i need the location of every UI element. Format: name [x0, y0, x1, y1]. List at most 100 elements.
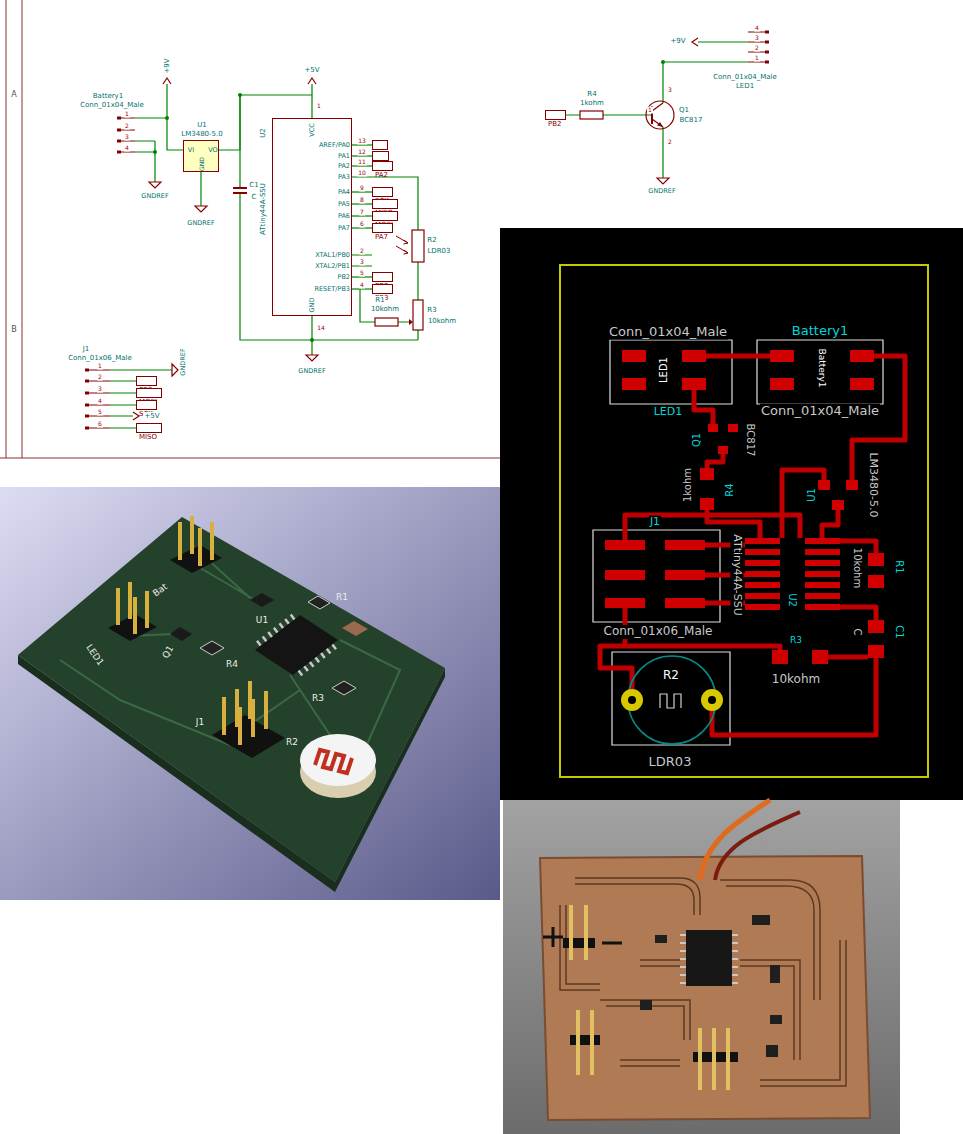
net-label-text: MISO	[139, 433, 157, 441]
schematic-label: 1	[647, 107, 653, 114]
pin-name: AREF/PA0	[319, 142, 350, 149]
ldr-symbol	[412, 230, 424, 262]
pcb-silkscreen-label: Conn_01x04_Male	[760, 404, 880, 419]
header-pins	[180, 516, 212, 566]
pcb-background	[500, 228, 963, 800]
junction-dot	[153, 150, 157, 154]
schematic-label: J1	[82, 345, 91, 353]
pin-name: VO	[208, 147, 217, 154]
schematic-label: Conn_01x06_Male	[67, 354, 133, 362]
pad	[665, 598, 705, 608]
through-hole-pad	[621, 689, 643, 711]
ldr-silk	[660, 694, 681, 708]
junction-dot	[661, 60, 665, 64]
pcb-silkscreen-label: 10kohm	[851, 547, 863, 589]
pcb-silkscreen-label: Conn_01x04_Male	[608, 325, 728, 340]
wire	[352, 165, 372, 166]
schematic-label: GNDREF	[297, 368, 326, 375]
pcb-silkscreen-label: R3	[789, 635, 803, 645]
ic-legs	[680, 935, 738, 983]
schematic-label: 12	[357, 149, 367, 156]
pcb-silkscreen-label: LDR03	[648, 755, 693, 770]
render-label: R4	[225, 659, 239, 669]
wire	[352, 144, 372, 145]
pcb-layout	[500, 228, 963, 800]
schematic-label: LED1	[735, 82, 755, 90]
header-base	[170, 545, 222, 573]
schematic-label: 3	[124, 134, 130, 141]
net-label: Tx	[372, 140, 388, 150]
header-pins	[118, 582, 147, 634]
pin-name: VCC	[309, 123, 316, 137]
pin-name: XTAL1/PB0	[315, 252, 350, 259]
photo	[503, 800, 900, 1134]
schematic-label: 3	[97, 386, 103, 393]
marker-sign	[543, 927, 622, 947]
net-label: PB3	[136, 376, 157, 386]
smd-part	[640, 1000, 652, 1010]
schematic-label: B	[10, 325, 18, 334]
schematic-label: GNDREF	[647, 188, 676, 195]
pcb-silkscreen-label: LED1	[658, 356, 670, 384]
header-pins	[578, 1010, 592, 1075]
ic-legs	[257, 615, 336, 676]
pin-name: RESET/PB3	[314, 286, 350, 293]
capacitor-body	[342, 621, 368, 636]
schematic-label: 2	[754, 45, 760, 52]
pin-name: ATtiny44A-SSU	[260, 183, 268, 235]
schematic-label: 1	[97, 363, 103, 370]
pad	[605, 540, 645, 550]
junction-dot	[165, 116, 169, 120]
pin-name: GND	[309, 298, 316, 313]
pad	[682, 350, 706, 362]
isolation-cuts	[560, 878, 846, 1086]
pad	[850, 350, 874, 362]
pcb-silkscreen-label: R1	[893, 559, 905, 574]
render-label: J1	[195, 717, 205, 727]
schematic-label: 14	[316, 325, 326, 332]
pad	[622, 350, 646, 362]
pin-name: U1	[197, 122, 207, 130]
ic-package	[686, 930, 732, 986]
courtyard	[593, 340, 883, 745]
schematic-label: Conn_01x04_Male	[79, 101, 145, 109]
pad	[770, 350, 794, 362]
regulator-body	[250, 593, 274, 607]
resistor-body	[200, 641, 224, 655]
pin-name: PA5	[338, 201, 350, 208]
pad	[850, 378, 874, 390]
wire	[352, 288, 372, 289]
render-3d	[0, 487, 500, 900]
schematic-label: 8	[359, 197, 365, 204]
pcb-silkscreen-label: LM3480-5.0	[867, 451, 880, 518]
pcb-silkscreen-label: Conn_01x06_Male	[603, 625, 714, 639]
schematic-label: Q1	[678, 106, 690, 114]
pad	[700, 498, 714, 510]
render-label: R2	[285, 737, 299, 747]
smd-part	[752, 915, 770, 925]
schematic-label: Battery1	[92, 92, 124, 100]
smd-part	[770, 965, 780, 983]
drill-hole	[708, 696, 716, 704]
pad	[708, 424, 718, 432]
header-base	[108, 614, 157, 641]
schematic-label: R1	[374, 296, 385, 304]
pad	[812, 650, 828, 664]
header-base	[563, 938, 595, 948]
pad	[868, 553, 884, 566]
pad	[682, 378, 706, 390]
pad	[665, 540, 705, 550]
wiper-arrow	[409, 319, 413, 325]
net-label: MOSI	[136, 388, 162, 398]
schematic-label: 1	[316, 103, 322, 110]
resistor-symbol	[580, 111, 603, 119]
schematic-label: A	[10, 90, 17, 99]
pad	[718, 446, 728, 454]
pcb-silkscreen-label: ATtiny44A-SSU	[731, 533, 744, 617]
schematic-label: 4	[359, 282, 365, 289]
transistor-symbol	[646, 101, 674, 129]
schematic-label: 3	[359, 259, 365, 266]
schematic-label: C	[251, 193, 258, 201]
render-label: U1	[255, 615, 269, 625]
